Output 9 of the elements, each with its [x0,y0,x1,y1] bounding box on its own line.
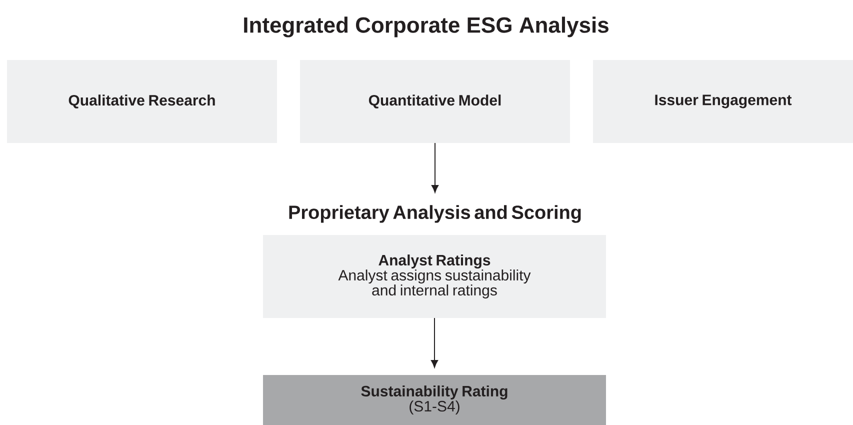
source-box: Qualitative Research [7,60,277,143]
rating-box: Sustainability Rating (S1-S4) [263,375,606,425]
source-box: Issuer Engagement [593,60,853,143]
source-box: Quantitative Model [300,60,570,143]
rating-box: Analyst Ratings Analyst assigns sustainability and internal ratings [263,235,606,318]
arrow [431,142,439,193]
section-heading: Proprietary Analysis and Scoring [289,205,581,223]
title: Integrated Corporate ESG Analysis [244,16,608,38]
arrow [430,318,438,368]
